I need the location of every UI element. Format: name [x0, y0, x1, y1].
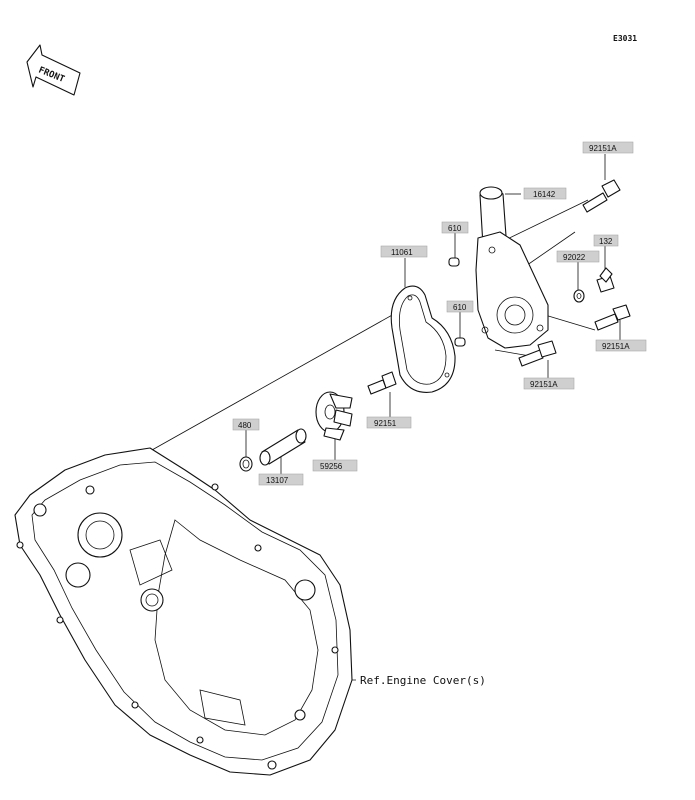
label-92022: 92022: [556, 250, 600, 263]
front-arrow-icon: FRONT: [26, 44, 81, 96]
washer-92022: [573, 289, 585, 303]
diagram-code: E3031: [613, 34, 637, 43]
ring-480: [239, 456, 253, 472]
label-610-mid: 610: [446, 300, 474, 313]
svg-text:59256: 59256: [320, 462, 343, 471]
bolt-92151A-top: [582, 179, 621, 213]
svg-text:132: 132: [599, 237, 613, 246]
label-11061: 11061: [380, 245, 428, 258]
label-92151A-bottom: 92151A: [523, 377, 575, 390]
svg-text:610: 610: [453, 303, 467, 312]
ref-engine-cover-label: Ref.Engine Cover(s): [360, 674, 486, 687]
svg-text:92151A: 92151A: [530, 380, 558, 389]
bolt-132: [596, 267, 615, 293]
label-92151: 92151: [366, 416, 412, 429]
engine-cover: [14, 447, 353, 776]
svg-text:92151: 92151: [374, 419, 397, 428]
water-pump-cover-16142: [475, 186, 549, 349]
bolt-92151: [367, 371, 397, 395]
svg-text:480: 480: [238, 421, 252, 430]
dowel-pin-610-top: [448, 257, 460, 267]
svg-text:16142: 16142: [533, 190, 556, 199]
dowel-pin-610-mid: [454, 337, 466, 347]
svg-text:11061: 11061: [391, 248, 413, 257]
bolt-92151A-right: [594, 304, 631, 331]
label-132: 132: [593, 234, 619, 247]
label-16142: 16142: [523, 187, 567, 200]
impeller-59256: [315, 391, 353, 441]
label-610-top: 610: [441, 221, 469, 234]
svg-text:92022: 92022: [563, 253, 586, 262]
svg-text:92151A: 92151A: [602, 342, 630, 351]
svg-text:13107: 13107: [266, 476, 289, 485]
label-92151A-right: 92151A: [595, 339, 647, 352]
gasket-11061: [390, 285, 456, 393]
label-13107: 13107: [258, 473, 304, 486]
label-59256: 59256: [312, 459, 358, 472]
bolt-92151A-bottom: [518, 340, 557, 367]
svg-text:610: 610: [448, 224, 462, 233]
shaft-13107: [259, 428, 307, 466]
label-92151A-top: 92151A: [582, 141, 634, 154]
label-480: 480: [232, 418, 260, 431]
svg-text:92151A: 92151A: [589, 144, 617, 153]
